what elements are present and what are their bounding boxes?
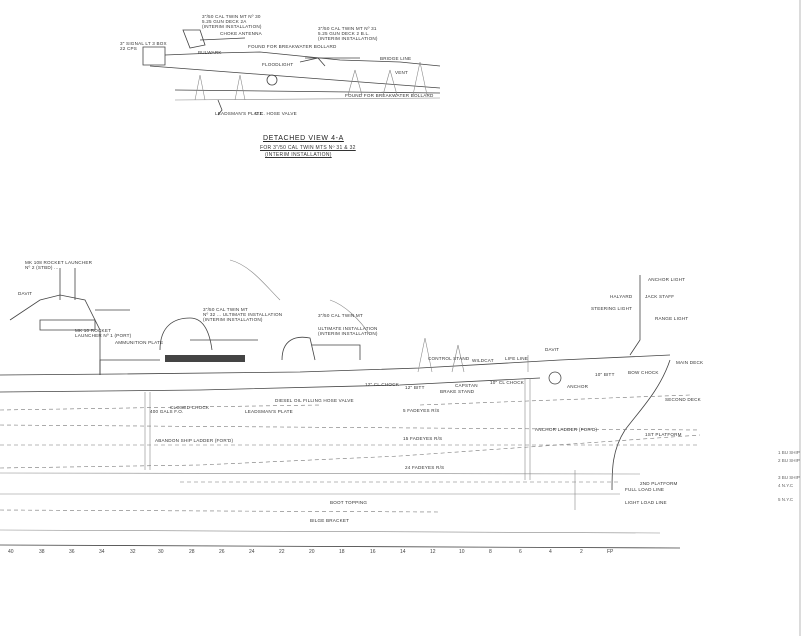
side-table-row: 3 BU SHIP xyxy=(778,475,800,480)
frame-label: 18 xyxy=(339,549,345,555)
label: FOUND FOR BREAKWATER BOLLARD xyxy=(345,93,434,98)
label: BULWARK xyxy=(198,50,222,55)
label: LEADSMAN'S PLATE xyxy=(245,409,293,414)
frame-label: 4 xyxy=(549,549,552,555)
label: BRAKE STAND xyxy=(440,389,475,394)
frame-label: 24 xyxy=(249,549,255,555)
frame-label: 14 xyxy=(400,549,406,555)
label: LAUNCHER Nº 1 (PORT) xyxy=(75,333,132,338)
label: BRIDGE LINE xyxy=(380,56,412,61)
label: SECOND DECK xyxy=(665,397,701,402)
side-table-row: 5 N.Y.C xyxy=(778,497,794,502)
frame-label: 22 xyxy=(279,549,285,555)
label: (INTERIM INSTALLATION) xyxy=(318,331,378,336)
label: Nº 2 (STBD) ... xyxy=(25,265,59,270)
label: ABANDON SHIP LADDER (FOR'D) xyxy=(155,438,234,443)
side-table-row: 2 BU SHIP xyxy=(778,458,800,463)
label: (INTERIM INSTALLATION) xyxy=(203,317,263,322)
detail-view-title: DETACHED VIEW 4-A xyxy=(263,135,344,142)
label: AMMUNITION PLATE xyxy=(115,340,164,345)
label: DAVIT xyxy=(18,291,33,296)
label: ULTIMATE INSTALLATION xyxy=(318,326,378,331)
main-view-drawing xyxy=(0,259,701,549)
label: RANGE LIGHT xyxy=(655,316,689,321)
label: FULL LOAD LINE xyxy=(625,487,665,492)
label: MAIN DECK xyxy=(676,360,704,365)
side-table-row: 4 N.Y.C xyxy=(778,483,794,488)
side-table-row: 1 BU SHIP xyxy=(778,450,800,455)
label: (INTERIM INSTALLATION) xyxy=(202,24,262,29)
label: 400 GALS F.O. xyxy=(150,409,184,414)
label: 1ST PLATFORM xyxy=(645,432,682,437)
label: 2ND PLATFORM xyxy=(640,481,678,486)
label: (INTERIM INSTALLATION) xyxy=(318,36,378,41)
label: CONTROL STAND xyxy=(428,356,470,361)
label: D.C. HOSE VALVE xyxy=(255,111,297,116)
label: 3" SIGNAL LT 3 BOX xyxy=(120,41,167,46)
frame-label: 38 xyxy=(39,549,45,555)
label: LIGHT LOAD LINE xyxy=(625,500,667,505)
label: FLOODLIGHT xyxy=(262,62,294,67)
frame-label: 20 xyxy=(309,549,315,555)
label: CHOKE ANTENNA xyxy=(220,31,262,36)
label: 3"/50 CAL TWIN MT Nº 30 xyxy=(202,14,261,19)
label: 10" BITT xyxy=(595,372,615,377)
label: DIESEL OIL FILLING HOSE VALVE xyxy=(275,398,354,403)
label: 10" CL CHOCK xyxy=(490,380,524,385)
label: LEADSMAN'S PLATE xyxy=(215,111,263,116)
label: VENT xyxy=(395,70,409,75)
label: 12" CL CHOCK xyxy=(365,382,399,387)
label: CAPSTAN xyxy=(455,383,478,388)
label: STEERING LIGHT xyxy=(591,306,633,311)
label: ANCHOR xyxy=(567,384,589,389)
label: JACK STAFF xyxy=(645,294,675,299)
frame-label: 40 xyxy=(8,549,14,555)
label: ANCHOR LADDER (FOR'D) xyxy=(535,427,598,432)
label: MK 108 ROCKET LAUNCHER xyxy=(25,260,93,265)
frame-label: 6 xyxy=(519,549,522,555)
label: DAVIT xyxy=(545,347,560,352)
frame-label: 10 xyxy=(459,549,465,555)
label: 3"/50 CAL TWIN MT xyxy=(203,307,248,312)
label: BOW CHOCK xyxy=(628,370,659,375)
frame-label: 32 xyxy=(130,549,136,555)
label: Nº 32 ... ULTIMATE INSTALLATION xyxy=(203,312,283,317)
label: CLOSED CHOCK xyxy=(170,405,210,410)
frame-label: 30 xyxy=(158,549,164,555)
frame-label: 16 xyxy=(370,549,376,555)
label: MK 10 ROCKET xyxy=(75,328,112,333)
frame-label: 28 xyxy=(189,549,195,555)
label: BOOT TOPPING xyxy=(330,500,368,505)
label: 3"/50 CAL TWIN MT Nº 31 xyxy=(318,26,377,31)
label: 15 FADEYES R/S xyxy=(403,436,443,441)
label: 5 FADEYES R/S xyxy=(403,408,440,413)
detail-view-drawing xyxy=(142,29,441,116)
label: HALYARD xyxy=(610,294,633,299)
label: 24 FADEYES R/S xyxy=(405,465,445,470)
label: FOUND FOR BREAKWATER BOLLARD xyxy=(248,44,337,49)
frame-label: 12 xyxy=(430,549,436,555)
label: BILGE BRACKET xyxy=(310,518,350,523)
label: ANCHOR LIGHT xyxy=(648,277,686,282)
label: 5.25 GUN DECK 2 B.L. xyxy=(318,31,370,36)
frame-label: 34 xyxy=(99,549,105,555)
frame-label: 36 xyxy=(69,549,75,555)
frame-label: 26 xyxy=(219,549,225,555)
label: WILDCAT xyxy=(472,358,494,363)
frame-label: 8 xyxy=(489,549,492,555)
label: LIFE LINE xyxy=(505,356,528,361)
detail-view-note: (INTERIM INSTALLATION) xyxy=(265,152,332,158)
label: 3"/50 CAL TWIN MT xyxy=(318,313,363,318)
frame-label: FP xyxy=(607,549,614,555)
detail-view-subtitle: FOR 3"/50 CAL TWIN MTS Nº 31 & 32 xyxy=(260,145,356,151)
label: 12" BITT xyxy=(405,385,425,390)
frame-label: 2 xyxy=(580,549,583,555)
label: 22 CPS xyxy=(120,46,138,51)
label: 5.25 GUN DECK 2A xyxy=(202,19,247,24)
